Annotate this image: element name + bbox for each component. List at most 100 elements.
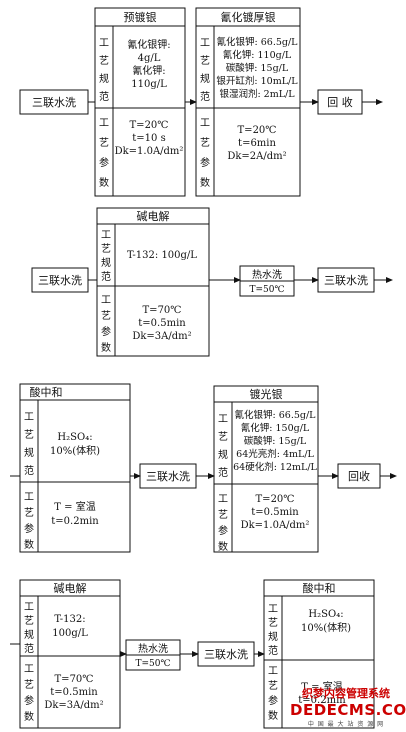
svg-text:工: 工 <box>218 414 228 425</box>
svg-text:数: 数 <box>218 540 228 553</box>
flow-row-3: 酸中和 工 艺 规 范 工 艺 参 数 H₂SO₄: 10%(体积) T = 室… <box>10 383 397 553</box>
param-line: T=70℃ <box>55 674 94 685</box>
svg-text:规: 规 <box>200 72 210 85</box>
process-box-acid-neutralization-2: 酸中和 工 艺 规 范 工 艺 参 数 H₂SO₄: 10%(体积) T = 室… <box>263 579 375 729</box>
svg-text:参: 参 <box>24 522 34 535</box>
svg-text:工: 工 <box>268 604 278 615</box>
svg-text:数: 数 <box>268 709 278 722</box>
svg-text:工: 工 <box>268 666 278 677</box>
svg-text:数: 数 <box>24 538 34 551</box>
svg-text:数: 数 <box>24 710 34 723</box>
svg-text:艺: 艺 <box>101 310 111 322</box>
svg-text:范: 范 <box>101 270 111 283</box>
spec-line: T-132: <box>54 614 85 625</box>
param-line: t=0.2min <box>298 695 346 706</box>
spec-line: 110g/L <box>131 79 167 90</box>
svg-text:艺: 艺 <box>200 137 210 149</box>
svg-text:数: 数 <box>99 176 109 189</box>
process-title: 碱电解 <box>137 209 170 223</box>
flow-row-1: 三联水洗 预镀银 工 艺 规 范 工 艺 参 数 氰化银钾: 4g/L 氰化钾:… <box>19 7 383 197</box>
svg-text:规: 规 <box>218 448 228 461</box>
param-line: T=70℃ <box>143 305 182 316</box>
spec-line: 碳酸钾: 15g/L <box>226 62 289 74</box>
spec-line: H₂SO₄: <box>308 609 343 620</box>
spec-line: T-132: 100g/L <box>127 250 197 261</box>
svg-text:艺: 艺 <box>268 617 278 629</box>
spec-line: 4g/L <box>138 53 161 64</box>
svg-text:艺: 艺 <box>268 680 278 692</box>
step-hot-water-rinse-2: 热水洗 T=50℃ <box>125 639 181 671</box>
param-line: t=10 s <box>132 133 165 144</box>
svg-text:范: 范 <box>200 90 210 103</box>
flow-row-2: 三联水洗 碱电解 工 艺 规 范 工 艺 参 数 T-132: 100g/L T… <box>31 207 393 357</box>
svg-text:工: 工 <box>24 602 34 613</box>
process-title: 氰化镀厚银 <box>221 10 276 24</box>
spec-line: 10%(体积) <box>301 622 351 634</box>
param-line: t=0.5min <box>50 687 98 698</box>
watermark-stamp: 织梦内容管理系统 DEDECMS.COM 中 国 最 大 站 资 源 网 <box>290 685 406 728</box>
svg-text:规: 规 <box>24 446 34 459</box>
param-line: t=0.5min <box>251 507 299 518</box>
svg-text:范: 范 <box>24 464 34 477</box>
flow-row-4: 碱电解 工 艺 规 范 工 艺 参 数 T-132: 100g/L T=70℃ … <box>10 579 375 729</box>
svg-text:范: 范 <box>24 642 34 655</box>
process-title: 酸中和 <box>303 581 336 595</box>
svg-text:工: 工 <box>24 492 34 503</box>
process-box-acid-neutralization: 酸中和 工 艺 规 范 工 艺 参 数 H₂SO₄: 10%(体积) T = 室… <box>19 383 131 553</box>
spec-line: 氰化银钾: 66.5g/L <box>235 409 317 421</box>
svg-text:艺: 艺 <box>200 55 210 67</box>
svg-text:艺: 艺 <box>24 615 34 627</box>
svg-text:工: 工 <box>101 295 111 306</box>
param-line: Dk=1.0A/dm² <box>115 146 184 157</box>
svg-text:规: 规 <box>99 72 109 85</box>
svg-text:艺: 艺 <box>24 429 34 441</box>
spec-line: 银湿润剂: 2mL/L <box>219 88 295 100</box>
step-sublabel: T=50℃ <box>249 285 284 295</box>
process-box-alkaline-electrolysis-2: 碱电解 工 艺 规 范 工 艺 参 数 T-132: 100g/L T=70℃ … <box>19 579 121 729</box>
svg-text:数: 数 <box>200 176 210 189</box>
watermark-line-1: 织梦内容管理系统 <box>302 687 390 700</box>
svg-text:规: 规 <box>24 628 34 641</box>
param-line: t=0.5min <box>138 318 186 329</box>
step-label: 回收 <box>348 469 370 483</box>
param-line: T=20℃ <box>130 120 169 131</box>
param-line: T=20℃ <box>256 494 295 505</box>
svg-text:艺: 艺 <box>218 431 228 443</box>
param-line: Dk=2A/dm² <box>227 151 286 162</box>
step-label: 三联水洗 <box>324 274 368 287</box>
param-line: Dk=1.0A/dm² <box>241 520 310 531</box>
svg-text:艺: 艺 <box>218 509 228 521</box>
svg-text:艺: 艺 <box>24 679 34 691</box>
spec-line: 64光亮剂: 4mL/L <box>236 448 314 460</box>
spec-line: 10%(体积) <box>50 445 100 457</box>
process-title: 酸中和 <box>30 385 63 399</box>
step-label: 三联水洗 <box>32 96 76 109</box>
param-line: T=20℃ <box>238 125 277 136</box>
svg-text:参: 参 <box>200 156 210 169</box>
svg-text:艺: 艺 <box>24 507 34 519</box>
step-sublabel: T=50℃ <box>135 659 170 669</box>
step-label: 热水洗 <box>252 268 282 281</box>
step-label: 回 收 <box>327 95 353 109</box>
spec-line: 氰化钾: 150g/L <box>241 422 310 434</box>
param-line: Dk=3A/dm² <box>132 331 191 342</box>
svg-text:参: 参 <box>268 694 278 707</box>
process-title: 预镀银 <box>124 10 157 24</box>
svg-text:工: 工 <box>24 664 34 675</box>
spec-line: 64硬化剂: 12mL/L <box>233 461 317 473</box>
svg-text:工: 工 <box>24 412 34 423</box>
svg-text:工: 工 <box>218 494 228 505</box>
svg-text:工: 工 <box>101 230 111 241</box>
svg-text:艺: 艺 <box>99 55 109 67</box>
svg-text:艺: 艺 <box>99 137 109 149</box>
spec-line: 氰化钾: <box>132 64 165 77</box>
svg-text:工: 工 <box>200 38 210 49</box>
watermark-line-3: 中 国 最 大 站 资 源 网 <box>307 721 385 728</box>
step-label: 热水洗 <box>138 642 168 655</box>
svg-text:工: 工 <box>200 118 210 129</box>
process-title: 碱电解 <box>54 581 87 595</box>
svg-text:工: 工 <box>99 118 109 129</box>
svg-text:艺: 艺 <box>101 243 111 255</box>
spec-line: 氰化银钾: <box>127 38 170 51</box>
